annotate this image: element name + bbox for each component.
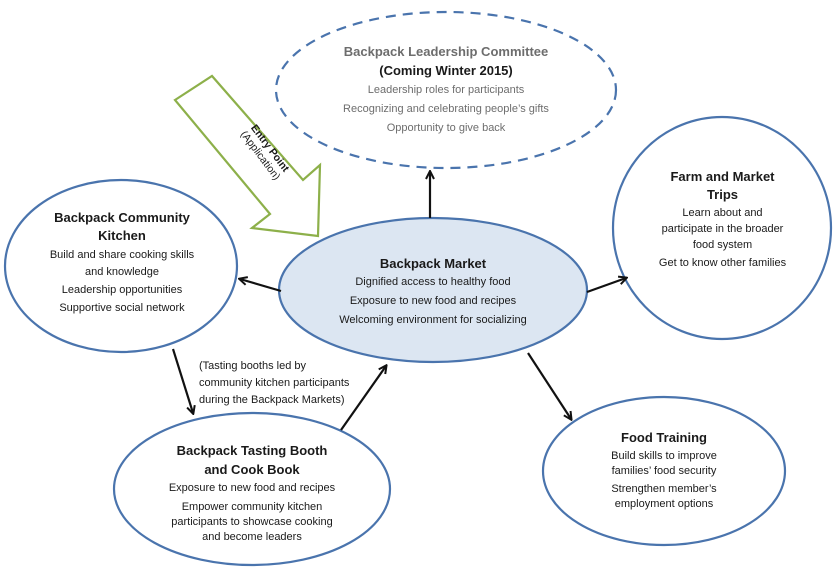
tasting-item: Empower community kitchen: [181, 501, 323, 513]
leadership-item: Opportunity to give back: [386, 122, 506, 134]
annotation-line: (Tasting booths led by: [199, 360, 307, 372]
tasting-booth-text: Backpack Tasting Booth and Cook Book Exp…: [132, 441, 372, 545]
farm-item: participate in the broader: [661, 223, 784, 235]
kitchen-item: Build and share cooking skills: [49, 249, 195, 261]
food-training-text: Food Training Build skills to improve fa…: [574, 429, 754, 512]
arrow-market-to-farm: [586, 278, 626, 294]
leadership-item: Recognizing and celebrating people’s gif…: [343, 103, 549, 115]
farm-market-trips-text: Farm and Market Trips Learn about and pa…: [630, 168, 815, 272]
arrow-market-to-training: [527, 352, 571, 419]
leadership-committee-title: Backpack Leadership Committee: [343, 44, 549, 59]
title-line: and Cook Book: [204, 462, 300, 477]
title-line: Farm and Market: [670, 169, 775, 184]
title-line: Kitchen: [98, 228, 146, 243]
title-line: Trips: [706, 187, 739, 202]
kitchen-item: Supportive social network: [59, 302, 185, 314]
food-training-node: [541, 395, 787, 547]
farm-item: Get to know other families: [658, 257, 787, 269]
backpack-market-title: Backpack Market: [379, 256, 487, 271]
kitchen-item: Leadership opportunities: [61, 284, 183, 296]
training-item: employment options: [614, 498, 714, 510]
backpack-market-text: Backpack Market Dignified access to heal…: [293, 255, 573, 330]
training-item: families’ food security: [611, 465, 717, 477]
community-kitchen-text: Backpack Community Kitchen Build and sha…: [20, 209, 224, 317]
tasting-item: Exposure to new food and recipes: [168, 482, 336, 494]
market-item: Welcoming environment for socializing: [339, 314, 527, 326]
annotation-line: during the Backpack Markets): [199, 394, 345, 406]
training-item: Strengthen member’s: [611, 483, 717, 495]
training-item: Build skills to improve: [611, 450, 717, 462]
community-kitchen-node: [3, 178, 239, 354]
arrow-tasting-to-market: [340, 366, 386, 431]
tasting-item: and become leaders: [202, 531, 302, 543]
tasting-booth-node: [112, 411, 392, 567]
annotation-line: community kitchen participants: [199, 377, 350, 389]
tasting-booth-annotation: (Tasting booths led by community kitchen…: [199, 358, 399, 409]
leadership-committee-subtitle: (Coming Winter 2015): [379, 63, 513, 78]
market-item: Exposure to new food and recipes: [349, 295, 517, 307]
farm-item: Learn about and: [682, 207, 763, 219]
farm-item: food system: [692, 239, 753, 251]
leadership-committee-text: Backpack Leadership Committee (Coming Wi…: [296, 43, 596, 138]
kitchen-item: and knowledge: [84, 266, 159, 278]
title-line: Backpack Tasting Booth: [176, 443, 328, 458]
arrow-kitchen-to-tasting: [171, 348, 193, 413]
entry-point-arrow: [173, 74, 322, 238]
tasting-booth-title: Backpack Tasting Booth and Cook Book: [132, 441, 372, 479]
leadership-item: Leadership roles for participants: [367, 84, 525, 96]
food-training-title: Food Training: [621, 430, 707, 445]
farm-market-trips-title: Farm and Market Trips: [630, 168, 815, 204]
community-kitchen-title: Backpack Community Kitchen: [20, 209, 224, 245]
tasting-item: participants to showcase cooking: [171, 516, 333, 528]
farm-market-trips-node: [611, 115, 833, 341]
title-line: Backpack Community: [54, 210, 190, 225]
market-item: Dignified access to healthy food: [355, 276, 511, 288]
arrow-market-to-kitchen: [240, 279, 282, 293]
leadership-committee-node: [274, 10, 618, 170]
